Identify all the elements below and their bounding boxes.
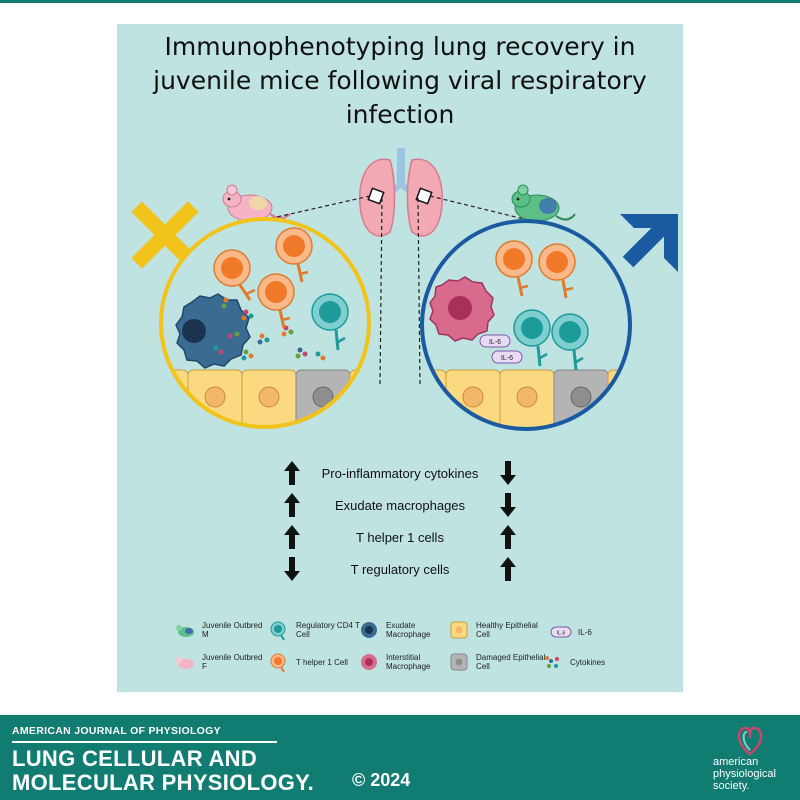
journal-section-line-1: LUNG CELLULAR AND xyxy=(12,746,258,771)
title-line-2: juvenile mice following viral respirator… xyxy=(153,66,647,95)
th1-cell xyxy=(213,249,256,301)
legend-item-il6: IL-6 IL-6 xyxy=(550,622,640,642)
publisher-line-1: american xyxy=(713,756,759,768)
epithelial-layer xyxy=(161,369,369,427)
change-row: Exudate macrophages xyxy=(280,489,520,521)
change-row: Pro-inflammatory cytokines xyxy=(280,457,520,489)
legend-item-juvenile-f: Juvenile Outbred F xyxy=(174,652,264,672)
male-lung-zoom: IL-6 IL-6 xyxy=(420,219,632,431)
legend-item-treg: Regulatory CD4 T Cell xyxy=(268,620,368,640)
change-label: T helper 1 cells xyxy=(356,529,444,545)
cytokines-icon xyxy=(545,656,559,668)
legend-label: Interstitial Macrophage xyxy=(386,653,431,671)
mouse-icon xyxy=(222,184,291,222)
legend-label: Healthy Epithelial Cell xyxy=(476,621,538,639)
legend-label: Regulatory CD4 T Cell xyxy=(296,621,360,639)
healthy-epithelial-icon xyxy=(450,621,468,639)
arrow-up-icon xyxy=(500,525,516,549)
title-line-1: Immunophenotyping lung recovery in xyxy=(164,32,636,61)
il6-icon: IL-6 xyxy=(550,626,572,638)
lung-icon xyxy=(359,148,443,237)
zoom-connector-lines xyxy=(267,195,533,386)
publisher-line-3: society. xyxy=(713,780,750,792)
legend-label: Juvenile Outbred M xyxy=(202,621,263,639)
copyright-year: © 2024 xyxy=(352,770,411,790)
damaged-epithelial-icon xyxy=(450,653,468,671)
journal-section-line-2: MOLECULAR PHYSIOLOGY. xyxy=(12,770,315,795)
th1-cell-icon xyxy=(270,653,286,672)
journal-name: AMERICAN JOURNAL OF PHYSIOLOGY xyxy=(12,725,221,737)
treg-cell-icon xyxy=(270,621,286,640)
change-label: T regulatory cells xyxy=(350,561,450,577)
il6-badge: IL-6 xyxy=(491,350,523,364)
interstitial-macrophage xyxy=(429,276,495,342)
legend-item-exudate: Exudate Macrophage xyxy=(358,620,444,640)
legend-item-juvenile-m: Juvenile Outbred M xyxy=(174,620,264,640)
legend-label: T helper 1 Cell xyxy=(296,657,348,667)
legend: Juvenile Outbred M Juvenile Outbred F Re… xyxy=(160,616,680,676)
legend-label: Exudate Macrophage xyxy=(386,621,431,639)
treg-cell xyxy=(311,293,349,351)
title-line-3: infection xyxy=(345,100,455,129)
change-row: T helper 1 cells xyxy=(280,521,520,553)
il6-icon-label: IL-6 xyxy=(557,631,566,637)
th1-cell xyxy=(275,227,313,283)
arrow-up-icon xyxy=(284,493,300,517)
publisher-line-2: physiological xyxy=(713,768,776,780)
female-symbol-icon xyxy=(131,201,199,269)
th1-cell xyxy=(257,273,295,329)
epithelial-layer xyxy=(422,369,630,429)
il6-badge: IL-6 xyxy=(479,334,511,348)
publisher-name: american physiological society. xyxy=(713,756,776,792)
arrow-down-icon xyxy=(500,461,516,485)
legend-label: Damaged Epithelial Cell xyxy=(476,653,546,671)
figure-title: Immunophenotyping lung recovery in juven… xyxy=(117,30,683,132)
change-label: Exudate macrophages xyxy=(334,497,466,513)
legend-item-cytokines: Cytokines xyxy=(542,652,642,672)
journal-footer xyxy=(0,715,800,800)
il6-badge-label: IL-6 xyxy=(489,339,501,346)
legend-label: Juvenile Outbred F xyxy=(202,653,263,671)
exudate-macrophage-icon xyxy=(361,622,377,638)
legend-item-healthy: Healthy Epithelial Cell xyxy=(448,620,548,640)
journal-rule xyxy=(12,741,277,743)
legend-label: IL-6 xyxy=(578,627,592,637)
il6-badge-label: IL-6 xyxy=(501,355,513,362)
th1-cell xyxy=(495,240,533,297)
aps-logo-icon xyxy=(737,726,763,756)
arrow-down-icon xyxy=(500,493,516,517)
change-label: Pro-inflammatory cytokines xyxy=(321,465,479,481)
change-row: T regulatory cells xyxy=(280,553,520,585)
legend-item-th1: T helper 1 Cell xyxy=(268,652,368,672)
th1-cell xyxy=(538,243,576,299)
arrow-up-icon xyxy=(284,461,300,485)
arrow-up-icon xyxy=(284,525,300,549)
interstitial-macrophage-icon xyxy=(361,654,377,670)
arrow-down-icon xyxy=(284,557,300,581)
graphical-abstract-illustration: IL-6 IL-6 xyxy=(131,148,678,431)
female-lung-zoom xyxy=(159,217,371,429)
mouse-icon xyxy=(176,625,194,637)
legend-item-interstitial: Interstitial Macrophage xyxy=(358,652,444,672)
legend-item-damaged: Damaged Epithelial Cell xyxy=(448,652,548,672)
arrow-up-icon xyxy=(500,557,516,581)
mouse-icon xyxy=(511,184,576,222)
top-rule xyxy=(0,0,800,3)
male-symbol-icon xyxy=(620,214,678,272)
mouse-icon xyxy=(176,657,194,669)
treg-cell xyxy=(551,313,589,371)
treg-cell xyxy=(513,309,551,367)
legend-label: Cytokines xyxy=(570,657,606,667)
change-summary: Pro-inflammatory cytokines Exudate macro… xyxy=(280,457,520,585)
